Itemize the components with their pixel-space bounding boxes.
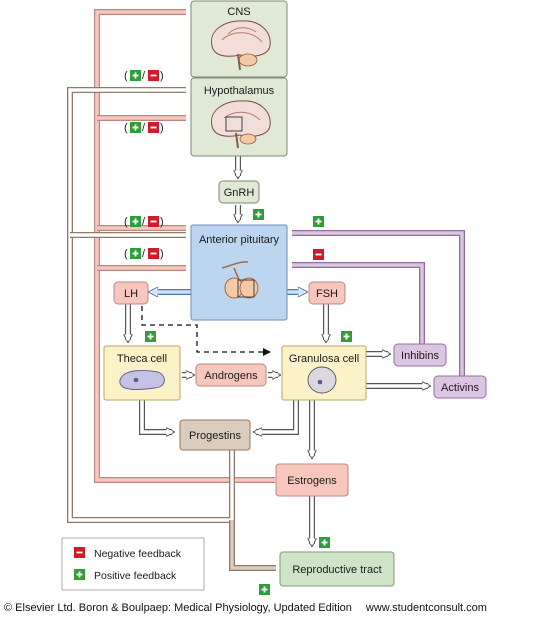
positive-feedback-icon [253, 209, 264, 220]
svg-text:/: / [142, 248, 146, 260]
positive-feedback-icon [74, 569, 85, 580]
svg-text:(: ( [124, 248, 128, 260]
footer: © Elsevier Ltd. Boron & Boulpaep: Medica… [4, 602, 552, 614]
cns-box: CNS [190, 0, 288, 78]
svg-text:): ) [160, 248, 164, 260]
granulosa-cell-label: Granulosa cell [289, 353, 359, 365]
svg-text:): ) [160, 122, 164, 134]
anterior-pituitary-label: Anterior pituitary [199, 234, 280, 246]
hypothalamus-label: Hypothalamus [204, 85, 275, 97]
legend-positive-label: Positive feedback [94, 570, 177, 582]
progestins-label: Progestins [189, 430, 241, 442]
theca-cell-label: Theca cell [117, 353, 167, 365]
progestins-box: Progestins [179, 419, 251, 451]
copyright-text: © Elsevier Ltd. Boron & Boulpaep: Medica… [4, 602, 352, 614]
negative-feedback-icon [313, 249, 324, 260]
inhibins-label: Inhibins [401, 350, 439, 362]
anterior-pituitary-box: Anterior pituitary [190, 224, 288, 321]
positive-feedback-icon [259, 584, 270, 595]
legend: Negative feedback Positive feedback [61, 537, 205, 591]
granulosa-nucleus-icon [317, 379, 323, 385]
hypothalamus-box: Hypothalamus [190, 77, 288, 157]
inhibins-box: Inhibins [393, 343, 447, 367]
positive-feedback-icon [341, 331, 352, 342]
positive-feedback-icon [145, 331, 156, 342]
activin-inhibin-pathway [292, 230, 465, 376]
svg-text:(: ( [124, 70, 128, 82]
reproductive-tract-box: Reproductive tract [279, 551, 395, 587]
website-text: www.studentconsult.com [365, 602, 487, 614]
positive-feedback-icon [313, 216, 324, 227]
theca-nucleus-icon [133, 377, 139, 383]
granulosa-cell-box: Granulosa cell [281, 345, 367, 401]
lh-label: LH [124, 288, 138, 300]
svg-text:): ) [160, 70, 164, 82]
reproductive-tract-label: Reproductive tract [292, 564, 381, 576]
activins-box: Activins [433, 375, 487, 399]
mixed-feedback-indicator: ( / ) [124, 248, 164, 260]
fsh-box: FSH [308, 281, 346, 305]
lh-box: LH [113, 281, 149, 305]
estrogens-box: Estrogens [275, 463, 349, 497]
mixed-feedback-indicator: ( / ) [124, 216, 164, 228]
legend-negative-label: Negative feedback [94, 548, 182, 560]
positive-feedback-icon [319, 537, 330, 548]
cns-label: CNS [227, 6, 250, 18]
androgens-box: Androgens [195, 363, 267, 387]
lh-to-granulosa-dashed-arrow [141, 306, 271, 356]
activins-label: Activins [441, 382, 479, 394]
theca-cell-box: Theca cell [103, 345, 181, 401]
svg-text:/: / [142, 70, 146, 82]
estrogens-label: Estrogens [287, 475, 337, 487]
estrogen-feedback-pathway [94, 9, 275, 483]
progestin-feedback-pathway [67, 87, 276, 571]
svg-text:/: / [142, 122, 146, 134]
negative-feedback-icon [74, 547, 85, 558]
theca-cell-icon [119, 370, 165, 390]
svg-text:(: ( [124, 216, 128, 228]
pituitary-icon [221, 261, 259, 299]
svg-text:/: / [142, 216, 146, 228]
gnrh-box: GnRH [218, 180, 260, 204]
svg-text:(: ( [124, 122, 128, 134]
stimulatory-arrows [128, 156, 428, 544]
androgens-label: Androgens [204, 370, 258, 382]
brain-icon [210, 100, 271, 149]
gnrh-label: GnRH [224, 187, 255, 199]
svg-text:): ) [160, 216, 164, 228]
brain-icon [210, 20, 271, 71]
granulosa-cell-icon [307, 366, 337, 394]
mixed-feedback-indicator: ( / ) [124, 70, 164, 82]
fsh-label: FSH [316, 288, 338, 300]
mixed-feedback-indicator: ( / ) [124, 122, 164, 134]
